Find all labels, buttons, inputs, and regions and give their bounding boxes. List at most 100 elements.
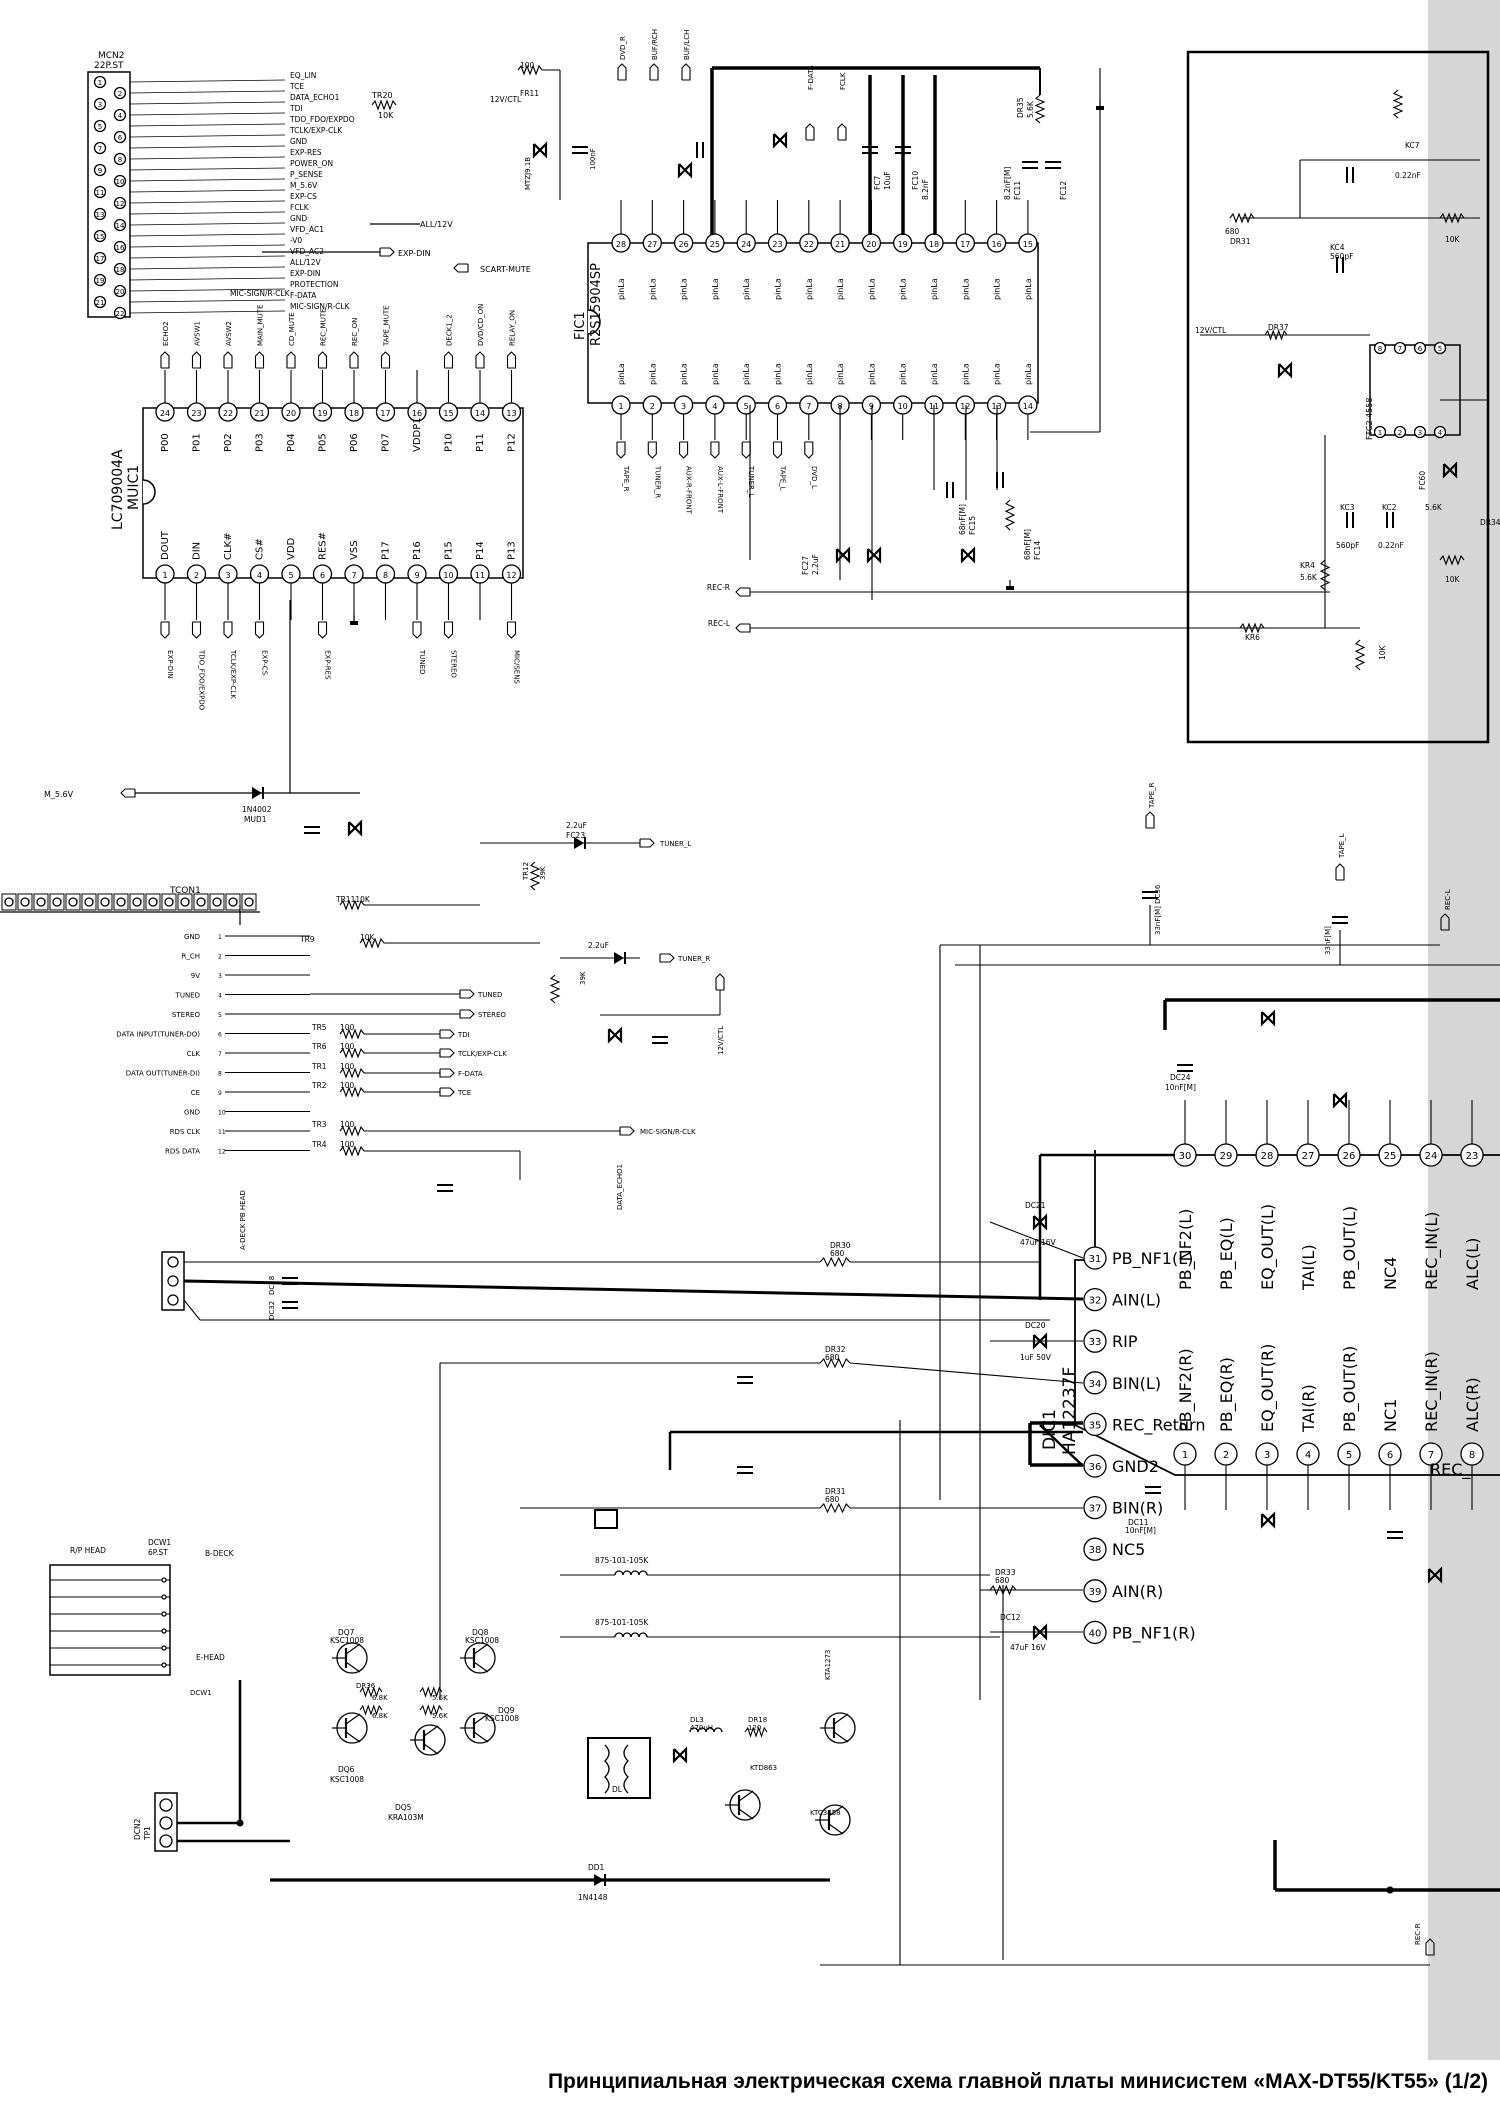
dc21-ref: DC21 (1025, 1201, 1046, 1210)
tcon1-pin (212, 897, 222, 907)
mcn2-signal-wire (129, 167, 286, 171)
schematic-diagram: MCN222P.ST123456789101112131415161718192… (0, 0, 1500, 2060)
muic1-pin-name: P01 (192, 433, 203, 452)
fic1-pin-name: pinLa (930, 363, 939, 385)
dic1-pin-name-b1: PB_NF2(R) (1176, 1348, 1196, 1432)
dc11-value: 10nF[M] (1125, 1526, 1156, 1535)
dic1-pin-number: 30 (1179, 1151, 1192, 1162)
fr11-value: 100 (520, 61, 535, 70)
tuned-flag (459, 989, 475, 999)
kc3-value: 560pF (1336, 541, 1359, 550)
fic1-pin-number: 14 (1023, 402, 1033, 411)
resistor-dr36 (359, 1686, 383, 1698)
ftc2-enclosure (1186, 50, 1490, 744)
dcw1-ref-bottom: DCW1 (190, 1689, 212, 1697)
tr-value: 100 (340, 1023, 355, 1032)
kc2-ref: KC2 (1382, 503, 1397, 512)
capacitor-dc6 (1260, 1511, 1276, 1529)
fic1-pin-name: pinLa (680, 278, 689, 300)
kr7-value: 5.6K (1300, 573, 1318, 582)
mcn2-signal-wire (129, 211, 286, 215)
dr31-ref: DR31 (825, 1487, 846, 1496)
dl1-value: 875-101-105K (595, 1618, 649, 1627)
dic1-pin-name-40: PB_NF1(R) (1112, 1623, 1196, 1643)
muic1-net-flag (380, 351, 391, 369)
muic1-pin-name: P11 (475, 433, 486, 452)
dic1-pin-39 (1083, 1579, 1107, 1603)
capacitor-fc26 (835, 546, 851, 564)
dic1-pin-name-26: PB_OUT(L) (1340, 1206, 1360, 1290)
fic1-topnet-4: FCLK (839, 72, 847, 90)
ftc2-pin-1 (1373, 425, 1387, 439)
mcn2-signal-wire (129, 266, 286, 270)
dq7-part: KSC1008 (330, 1636, 364, 1645)
rec-l-right-label: REC-L (1444, 889, 1452, 910)
tr-ref: TR6 (311, 1042, 327, 1051)
muic1-pin-name: P07 (381, 433, 392, 452)
muic1-pin-name: P12 (507, 433, 518, 452)
fic1-input-4: TUNER_L (747, 465, 755, 497)
tcon1-pin (36, 897, 46, 907)
fic1-pin-name: pinLa (836, 363, 845, 385)
zener-fzd1 (532, 141, 548, 159)
muic1-pin-number: 23 (191, 409, 201, 418)
tcon1-pin-number: 10 (218, 1110, 226, 1117)
mcn2-signal-wire (129, 222, 286, 226)
tr-out-flag (439, 1068, 455, 1078)
resistor-dr30 (819, 1256, 851, 1268)
dr33-ref: DR33 (995, 1568, 1016, 1577)
dic1-pin-name-34: BIN(L) (1112, 1374, 1161, 1393)
mcn2-signal-wire (129, 134, 286, 138)
dic1-pin-number: 8 (1469, 1450, 1475, 1461)
mcn2-pin-number: 7 (98, 145, 102, 153)
mcn2-pin-20 (113, 284, 127, 298)
tcon1-signal-6: CLK (187, 1050, 201, 1058)
mcn2-pin-6 (113, 130, 127, 144)
fic1-top-flag (837, 123, 847, 141)
ftc2-pin-5 (1433, 341, 1447, 355)
b-deck-label: B-DECK (205, 1549, 235, 1558)
resistor-tr4 (339, 1145, 365, 1157)
fc11-ref: FC10 (911, 171, 920, 190)
fic1-pin-name: pinLa (711, 363, 720, 385)
dic1-pin-number: 5 (1346, 1450, 1352, 1461)
tcon1-signal-9: GND (184, 1109, 200, 1117)
tr-value: 100 (340, 1042, 355, 1051)
tr11-label: TR1110K (335, 895, 371, 904)
mcn2-signal-19: EXP-DIN (290, 269, 321, 278)
dic1-pin-name-33: RIP (1112, 1332, 1138, 1351)
dic1-pin-name-b3: EQ_OUT(R) (1258, 1344, 1278, 1432)
dc20-value: 1uF 50V (1020, 1353, 1052, 1362)
dc18-ref: DC18 (268, 1276, 276, 1295)
dc12-ref: DC12 (1000, 1613, 1021, 1622)
all12v-label: ALL/12V (420, 220, 453, 229)
mcn2-signal-wire (129, 200, 286, 204)
dic1-pin-name-32: AIN(L) (1112, 1291, 1161, 1310)
resistor-dr34 (419, 1704, 443, 1716)
dic1-pin-number: 39 (1089, 1587, 1102, 1598)
capacitor-fc20 (866, 546, 882, 564)
resistor-kr5 (1439, 554, 1465, 566)
fic1-pin-name: pinLa (617, 278, 626, 300)
tr-out-flag (439, 1029, 455, 1039)
switch-symbol (594, 1509, 618, 1529)
kr7-ref: KR4 (1300, 561, 1315, 570)
fic1-pin-name: pinLa (961, 278, 970, 300)
dic1-pin-number: 37 (1089, 1504, 1102, 1515)
fr11-ref: FR11 (520, 89, 539, 98)
muic1-pin-number: 6 (320, 571, 325, 580)
muic1-pin-name: VDDP1 (412, 417, 423, 452)
mcn2-ref: MCN2 (98, 51, 125, 61)
muic1-net-flag (317, 351, 328, 369)
scart-mute-flag (453, 263, 469, 273)
capacitor-dc13 (1427, 1566, 1443, 1584)
fic1-part: R2S15904SP (589, 263, 604, 346)
tcon1-pin-box (33, 893, 49, 911)
muic1-pin-number: 17 (380, 409, 390, 418)
fr60-value: 5.6K (1425, 503, 1443, 512)
kc3-ref: KC3 (1340, 503, 1355, 512)
mcn2-pin-10 (113, 174, 127, 188)
resistor-kr7 (1319, 559, 1331, 591)
mcn2-signal-wire (129, 123, 286, 127)
muic1-net-flag (506, 621, 517, 639)
